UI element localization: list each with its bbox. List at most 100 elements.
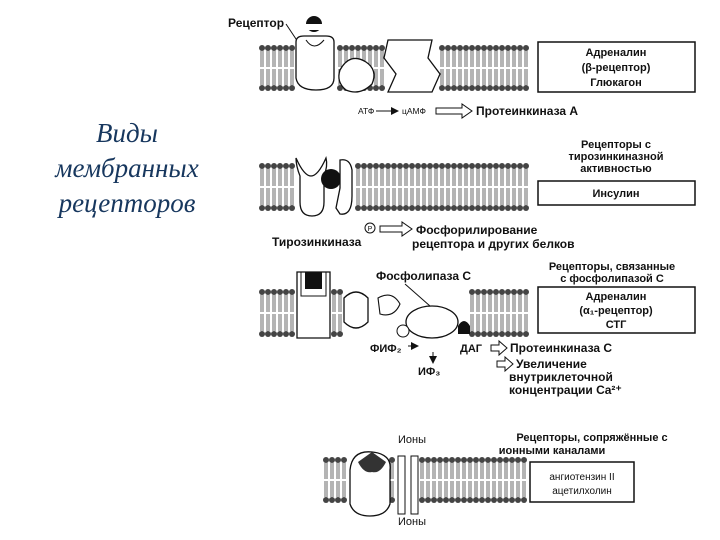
lipid-head [289, 289, 295, 295]
lipid-tail [476, 169, 480, 186]
lipid-head [283, 289, 289, 295]
enzyme-pointer [404, 283, 431, 307]
ligand-square [305, 272, 322, 289]
lipid-tail [374, 51, 378, 67]
lipid-head [511, 85, 517, 91]
lipid-tail [506, 314, 510, 331]
lipid-tail [428, 169, 432, 186]
lipid-tail [266, 188, 270, 205]
lipid-tail [470, 314, 474, 331]
lipid-head [289, 45, 295, 51]
lipid-head [469, 163, 475, 169]
lipid-tail [512, 169, 516, 186]
lipid-tail [374, 69, 378, 85]
lipid-tail [284, 69, 288, 85]
lipid-head [517, 163, 523, 169]
lipid-head [517, 289, 523, 295]
lipid-head [259, 45, 265, 51]
phosphate-circle [364, 222, 376, 234]
lipid-head [481, 45, 487, 51]
lipid-tail [512, 314, 516, 331]
lipid-head [469, 85, 475, 91]
lipid-head [451, 45, 457, 51]
lipid-head [329, 457, 335, 463]
lipid-head [271, 289, 277, 295]
lipid-head [367, 45, 373, 51]
lipid-tail [518, 295, 522, 312]
dag-label: ДАГ [460, 343, 483, 355]
lipid-head [511, 331, 517, 337]
lipid-tail [488, 69, 492, 85]
lipid-head [283, 163, 289, 169]
effect-line: рецептора и других белков [412, 237, 575, 251]
ions-top-label: Ионы [398, 434, 426, 446]
lipid-tail [450, 463, 454, 479]
lipid-head [499, 45, 505, 51]
lipid-head [271, 85, 277, 91]
lipid-head [505, 331, 511, 337]
lipid-head [487, 289, 493, 295]
lipid-head [515, 457, 521, 463]
lipid-head [493, 163, 499, 169]
lipid-tail [438, 463, 442, 479]
lipid-tail [524, 51, 528, 67]
lipid-tail [500, 314, 504, 331]
lipid-head [523, 331, 529, 337]
lipid-head [439, 45, 445, 51]
lipid-tail [374, 169, 378, 186]
lipid-tail [518, 51, 522, 67]
lipid-head [259, 163, 265, 169]
lipid-tail [446, 51, 450, 67]
lipid-head [493, 85, 499, 91]
slide-title-line: рецепторов [58, 188, 196, 218]
lipid-tail [422, 169, 426, 186]
lipid-tail [260, 69, 264, 85]
lipid-tail [444, 463, 448, 479]
lipid-tail [266, 314, 270, 331]
lipid-tail [390, 463, 394, 479]
lipid-head [277, 289, 283, 295]
lipid-head [469, 205, 475, 211]
lipid-tail [524, 188, 528, 205]
lipid-head [265, 45, 271, 51]
lipid-tail [494, 69, 498, 85]
lipid-tail [494, 169, 498, 186]
lipid-head [509, 457, 515, 463]
lipid-tail [452, 188, 456, 205]
lipid-head [503, 457, 509, 463]
lipid-head [335, 457, 341, 463]
lipid-head [443, 457, 449, 463]
lipid-tail [462, 463, 466, 479]
lipid-tail [290, 295, 294, 312]
lipid-head [497, 497, 503, 503]
lipid-tail [500, 51, 504, 67]
lipid-tail [272, 69, 276, 85]
lipid-head [337, 45, 343, 51]
receptor-label: Рецептор [228, 16, 284, 30]
phosphate-mark: P [368, 226, 373, 233]
lipid-head [421, 163, 427, 169]
lipid-head [397, 205, 403, 211]
lipid-tail [458, 188, 462, 205]
lipid-tail [260, 295, 264, 312]
ligand-gate [358, 452, 386, 473]
lipid-tail [368, 169, 372, 186]
lipid-head [469, 289, 475, 295]
lipid-head [271, 205, 277, 211]
lipid-tail [432, 481, 436, 497]
lipid-head [323, 457, 329, 463]
lipid-head [367, 205, 373, 211]
lipid-head [481, 289, 487, 295]
lipid-head [517, 45, 523, 51]
dag-marker [458, 321, 470, 334]
lipid-tail [512, 51, 516, 67]
lipid-head [385, 205, 391, 211]
lipid-head [329, 497, 335, 503]
lipid-head [373, 205, 379, 211]
lipid-head [497, 457, 503, 463]
phospholipase-c [405, 305, 459, 339]
lipid-head [521, 497, 527, 503]
ligand-box [537, 286, 696, 334]
lipid-head [499, 331, 505, 337]
lipid-tail [512, 295, 516, 312]
